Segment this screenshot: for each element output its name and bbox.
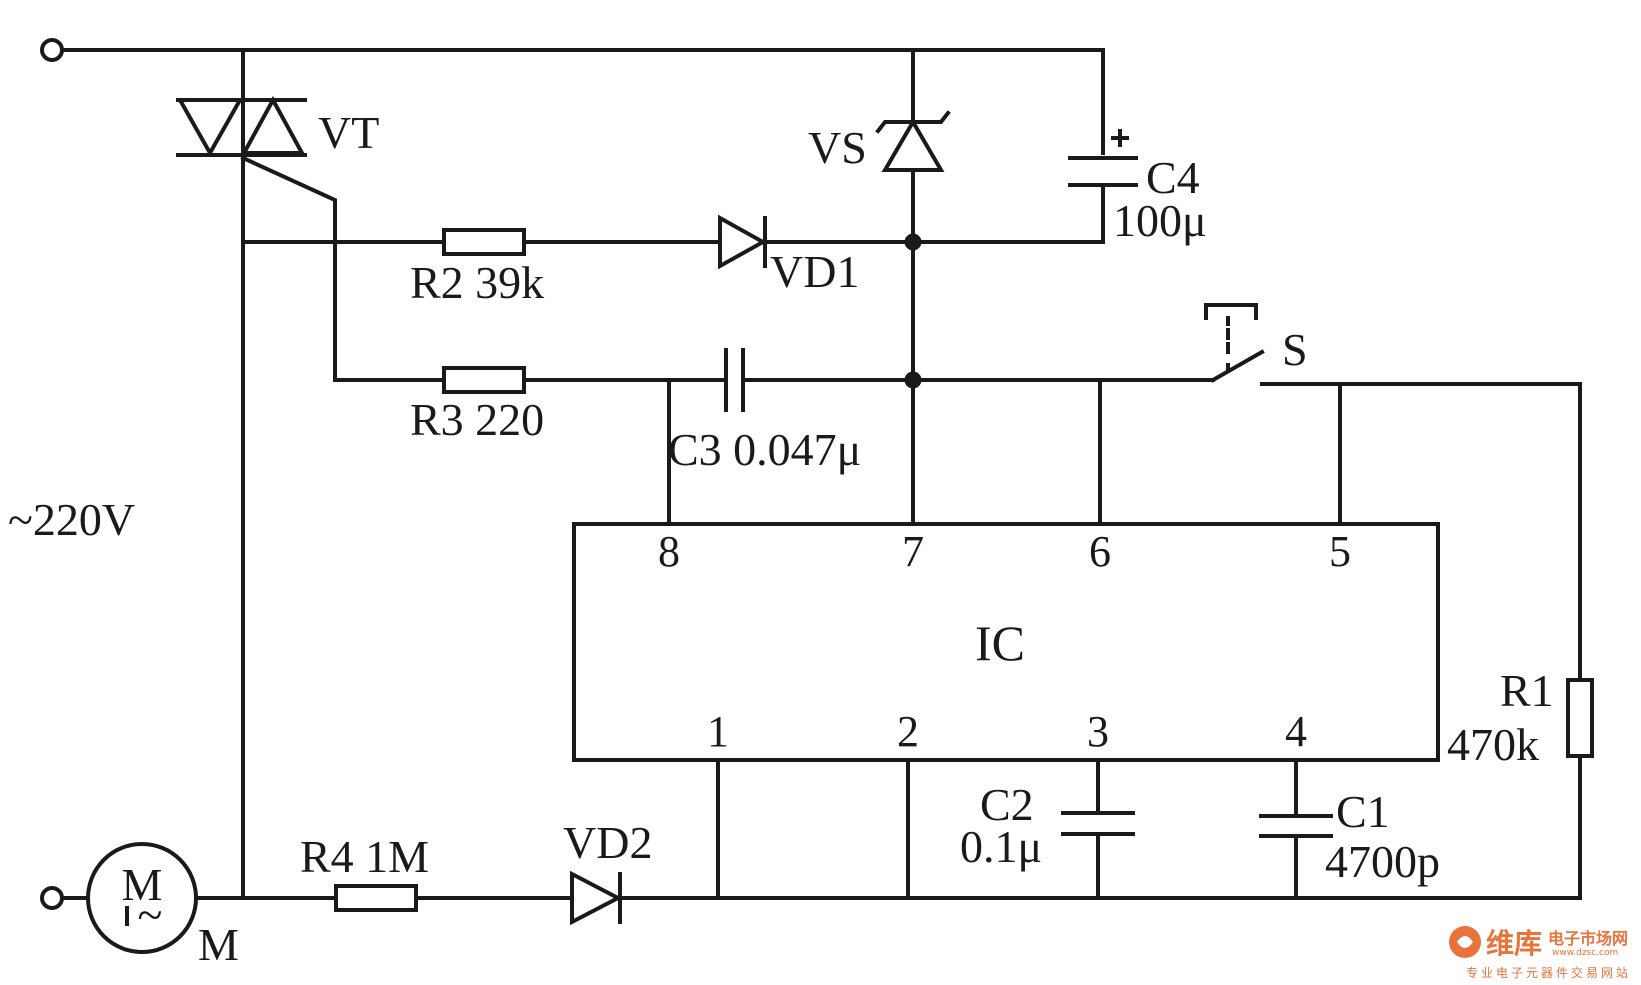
bottom-terminal [40, 886, 64, 910]
pin-1: 1 [707, 707, 729, 756]
ic-block [572, 522, 1440, 762]
watermark-brand: 维库 [1486, 927, 1542, 960]
capacitor-c1 [1259, 814, 1333, 838]
junction-vd1-vs [904, 233, 922, 251]
zener-vs [875, 110, 951, 172]
label-c3: C3 0.047μ [668, 424, 861, 475]
label-c4-value: 100μ [1113, 195, 1207, 246]
resistor-r4 [334, 884, 418, 912]
wires [58, 48, 1582, 900]
motor-ac-symbol: ~ [138, 889, 163, 940]
watermark-tagline: 专业电子元器件交易网站 [1466, 965, 1631, 980]
watermark-site: 电子市场网 [1548, 929, 1628, 948]
label-c4-name: C4 [1146, 152, 1200, 203]
label-r1-value: 470k [1447, 719, 1539, 770]
resistor-r2 [442, 228, 526, 256]
watermark: 维库 电子市场网 www.dzsc.com 专业电子元器件交易网站 [1449, 926, 1631, 980]
label-vd2: VD2 [563, 817, 652, 868]
triac-vt [176, 95, 307, 158]
capacitor-c3 [724, 348, 745, 412]
diode-vd2 [570, 870, 623, 926]
capacitor-c4 [1068, 129, 1138, 187]
label-r3: R3 220 [410, 394, 544, 445]
label-vt: VT [318, 107, 379, 158]
pin-7: 7 [902, 527, 924, 576]
pin-5: 5 [1329, 527, 1351, 576]
labels: ~220V VT VS C4 100μ R2 39k VD1 S R3 220 … [8, 107, 1554, 970]
push-switch-s [1204, 303, 1265, 383]
label-vs: VS [808, 122, 867, 173]
label-supply: ~220V [8, 494, 135, 545]
resistor-r1 [1566, 678, 1594, 758]
pin-6: 6 [1089, 527, 1111, 576]
motor-m: M ~ [86, 842, 198, 954]
label-c1-value: 4700p [1325, 836, 1440, 887]
label-switch: S [1282, 324, 1308, 375]
diode-vd1 [718, 214, 768, 270]
pin-3: 3 [1087, 707, 1109, 756]
pin-2: 2 [897, 707, 919, 756]
ic-pin-numbers: 8 7 6 5 1 2 3 4 [658, 527, 1351, 756]
label-r4: R4 1M [300, 831, 429, 882]
label-ic: IC [975, 615, 1025, 671]
label-c2-name: C2 [980, 779, 1034, 830]
label-r1-name: R1 [1500, 665, 1554, 716]
motor-letter: M [122, 859, 163, 910]
junction-c3-pin7 [904, 371, 922, 389]
watermark-url: www.dzsc.com [1552, 948, 1618, 958]
resistor-r3 [442, 366, 526, 394]
label-c2-value: 0.1μ [960, 821, 1042, 872]
top-terminal [40, 38, 64, 62]
label-vd1: VD1 [770, 246, 859, 297]
label-r2: R2 39k [410, 257, 544, 308]
label-motor: M [198, 919, 239, 970]
label-c1-name: C1 [1336, 786, 1390, 837]
pin-8: 8 [658, 527, 680, 576]
capacitor-c2 [1061, 811, 1135, 836]
pin-4: 4 [1285, 707, 1307, 756]
